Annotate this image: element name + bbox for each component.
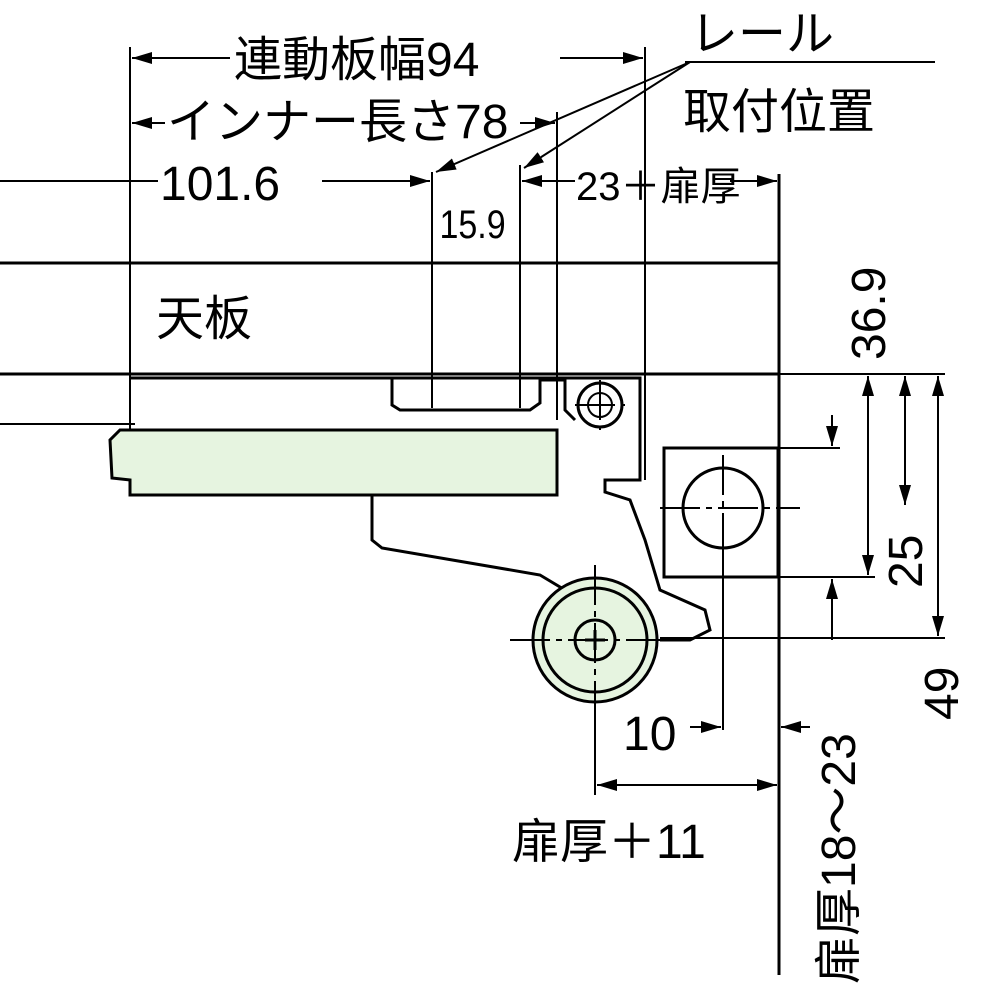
label-inner-length: インナー長さ78 [167, 96, 508, 149]
linkage-plate [108, 428, 559, 497]
label-rail: レール [690, 8, 834, 61]
label-dim-36-9: 36.9 [843, 267, 896, 360]
label-dim-25: 25 [880, 535, 933, 588]
label-mounting-position: 取付位置 [683, 86, 875, 139]
label-dim-door-11: 扉厚＋11 [512, 816, 706, 869]
label-dim-101-6: 101.6 [160, 158, 280, 211]
rail-leader-lines [435, 61, 935, 173]
label-top-plate: 天板 [156, 293, 252, 346]
label-dim-49: 49 [916, 667, 969, 720]
label-dim-10: 10 [623, 708, 676, 761]
label-linkage-width: 連動板幅94 [234, 34, 479, 87]
label-dim-23-door: 23＋扉厚 [576, 165, 741, 209]
extension-lines [129, 47, 945, 795]
label-dim-15-9: 15.9 [439, 201, 505, 246]
top-plate [0, 261, 780, 425]
center-lines [510, 380, 800, 720]
label-door-thickness-range: 扉厚18～23 [813, 733, 866, 984]
